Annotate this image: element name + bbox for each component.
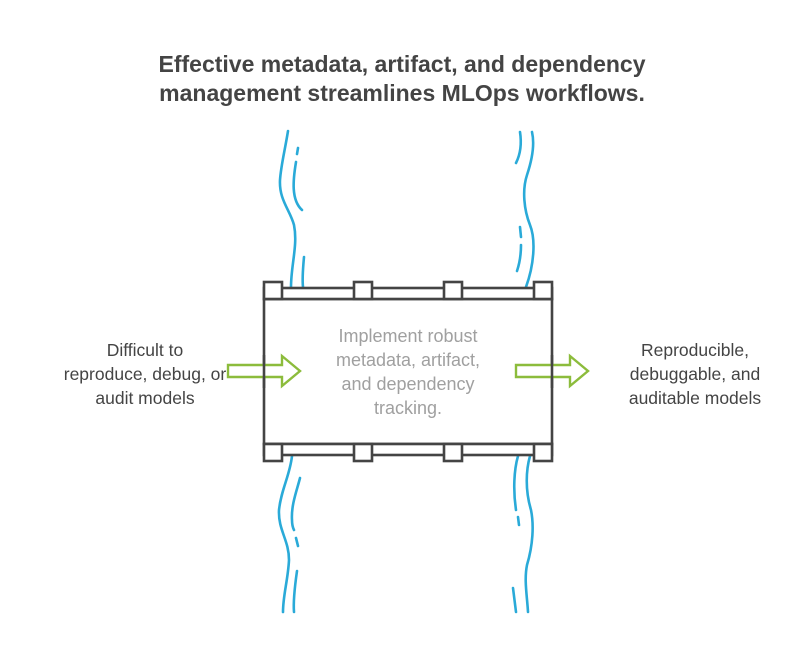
river-top-left-outer <box>278 129 297 289</box>
output-label: Reproducible, debuggable, and auditable … <box>600 338 790 410</box>
bottom-post-2 <box>352 442 374 463</box>
river-bottom-left-inner <box>290 476 302 532</box>
bottom-post-3 <box>442 442 464 463</box>
process-label-line-4: tracking. <box>373 398 443 418</box>
output-label-line-1: Reproducible, <box>641 340 749 360</box>
river-top-left-dash <box>295 146 300 156</box>
river-bottom-right-outer <box>524 454 534 614</box>
river-top-right-dash <box>518 225 523 239</box>
process-label: Implement robust metadata, artifact, and… <box>283 324 533 420</box>
title-line-1: Effective metadata, artifact, and depend… <box>158 51 646 77</box>
input-label-line-1: Difficult to <box>106 340 184 360</box>
output-label-line-3: auditable models <box>628 388 762 408</box>
bridge-icon <box>262 280 554 463</box>
bottom-post-4 <box>532 442 554 463</box>
river-bottom-right-left <box>512 454 520 512</box>
input-label: Difficult to reproduce, debug, or audit … <box>50 338 240 410</box>
output-label-line-2: debuggable, and <box>629 364 761 384</box>
river-top-right-dash2 <box>515 243 523 273</box>
river-bottom-left-outer <box>277 454 294 614</box>
top-post-2 <box>352 280 374 301</box>
top-rail <box>262 286 554 301</box>
bottom-rail <box>262 442 554 457</box>
river-top-left-inner <box>292 160 304 212</box>
river-top-right-outer <box>522 130 535 289</box>
diagram-title: Effective metadata, artifact, and depend… <box>0 50 804 108</box>
process-label-line-3: and dependency <box>341 374 475 394</box>
river-top-right-left <box>514 130 523 165</box>
top-post-3 <box>442 280 464 301</box>
title-line-2: management streamlines MLOps workflows. <box>159 80 645 106</box>
river-bottom-right-dash <box>516 515 521 527</box>
river-bottom-right-inner <box>511 586 518 614</box>
bottom-post-1 <box>262 442 284 463</box>
river-bottom-left-dash <box>294 536 300 548</box>
input-label-line-2: reproduce, debug, or <box>63 364 227 384</box>
process-label-line-2: metadata, artifact, <box>335 350 481 370</box>
river-top-left-inner2 <box>301 255 306 289</box>
process-label-line-1: Implement robust <box>338 326 478 346</box>
wavy-river-icon <box>277 129 535 614</box>
input-label-line-3: audit models <box>95 388 195 408</box>
top-post-4 <box>532 280 554 301</box>
top-post-1 <box>262 280 284 301</box>
river-bottom-left-inner2 <box>292 569 299 614</box>
